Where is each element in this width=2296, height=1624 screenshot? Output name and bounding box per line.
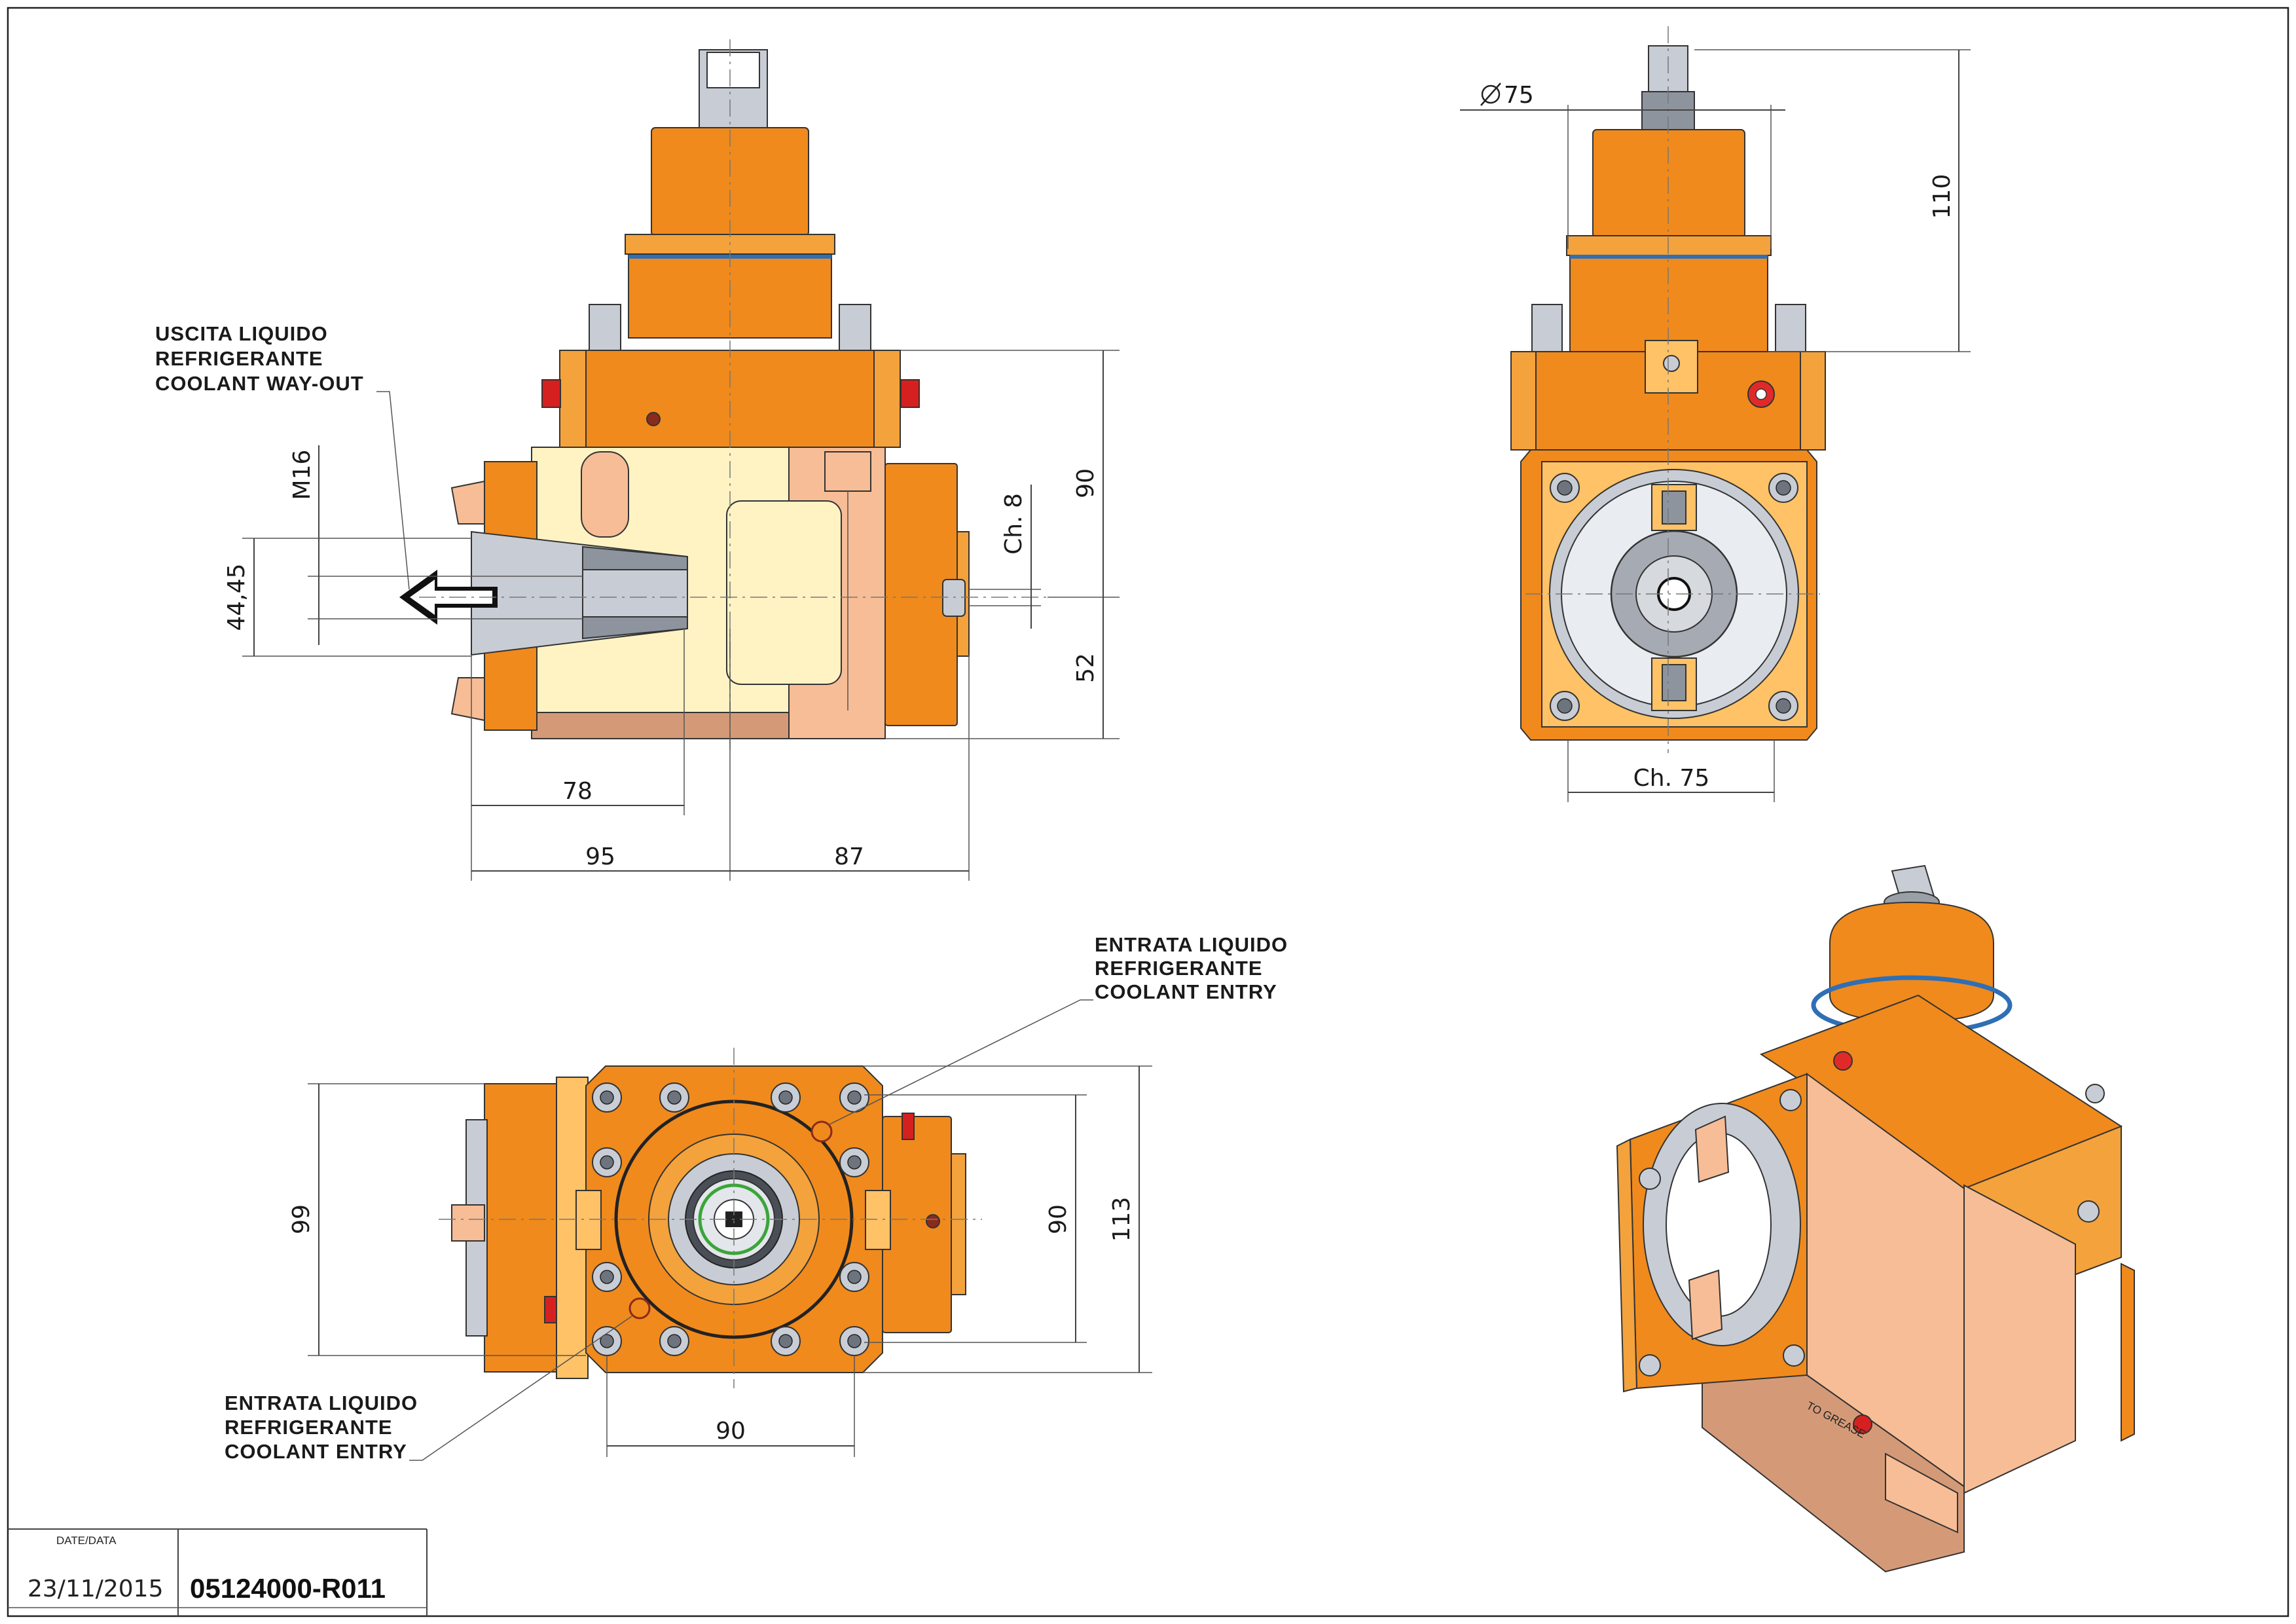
dim-ch8: Ch. 8	[1000, 493, 1027, 555]
title-block: DATE/DATA 23/11/2015 05124000-R011	[8, 1528, 428, 1616]
dim-113: 113	[1108, 1197, 1135, 1242]
dim-90-top-v: 90	[1045, 1204, 1072, 1234]
dim-52: 52	[1072, 653, 1099, 683]
side-view: 75 110 Ch. 75	[1460, 26, 1971, 802]
coolant-out-label-1: USCITA LIQUIDO	[155, 322, 328, 345]
title-block-code: 05124000-R011	[190, 1573, 386, 1604]
title-block-date: 23/11/2015	[27, 1576, 164, 1602]
top-view: 99 90 113 90 ENTRATA LIQUIDO REFRIGERANT…	[225, 933, 1288, 1463]
coolant-out-label-3: COOLANT WAY-OUT	[155, 372, 364, 395]
coolant-entry-bottom-label-2: REFRIGERANTE	[225, 1416, 393, 1439]
isometric-view: TO GREASE	[1616, 864, 2135, 1573]
drawing-frame	[7, 7, 2289, 1617]
dim-87: 87	[834, 843, 864, 870]
coolant-entry-top-label-3: COOLANT ENTRY	[1095, 980, 1277, 1003]
front-view: 90 52 Ch. 8 78 95 87 44,45 M16 USCITA LI…	[155, 39, 1120, 881]
dim-99: 99	[288, 1204, 315, 1234]
dim-phi75: 75	[1504, 82, 1534, 109]
title-block-date-label: DATE/DATA	[56, 1534, 117, 1547]
coolant-out-label-2: REFRIGERANTE	[155, 347, 323, 370]
dim-44-45: 44,45	[223, 563, 250, 631]
coolant-entry-bottom-label-3: COOLANT ENTRY	[225, 1440, 407, 1463]
coolant-entry-top-label-1: ENTRATA LIQUIDO	[1095, 933, 1288, 956]
dim-m16: M16	[289, 450, 316, 500]
dim-95: 95	[585, 843, 615, 870]
coolant-entry-bottom-label-1: ENTRATA LIQUIDO	[225, 1392, 418, 1414]
dim-78: 78	[562, 778, 592, 805]
dim-90-top-h: 90	[716, 1418, 746, 1445]
dim-ch75: Ch. 75	[1633, 765, 1710, 792]
dim-90-front: 90	[1072, 468, 1099, 498]
coolant-entry-top-label-2: REFRIGERANTE	[1095, 957, 1263, 980]
top-view-bolts	[592, 1082, 869, 1356]
dim-110: 110	[1929, 174, 1956, 219]
